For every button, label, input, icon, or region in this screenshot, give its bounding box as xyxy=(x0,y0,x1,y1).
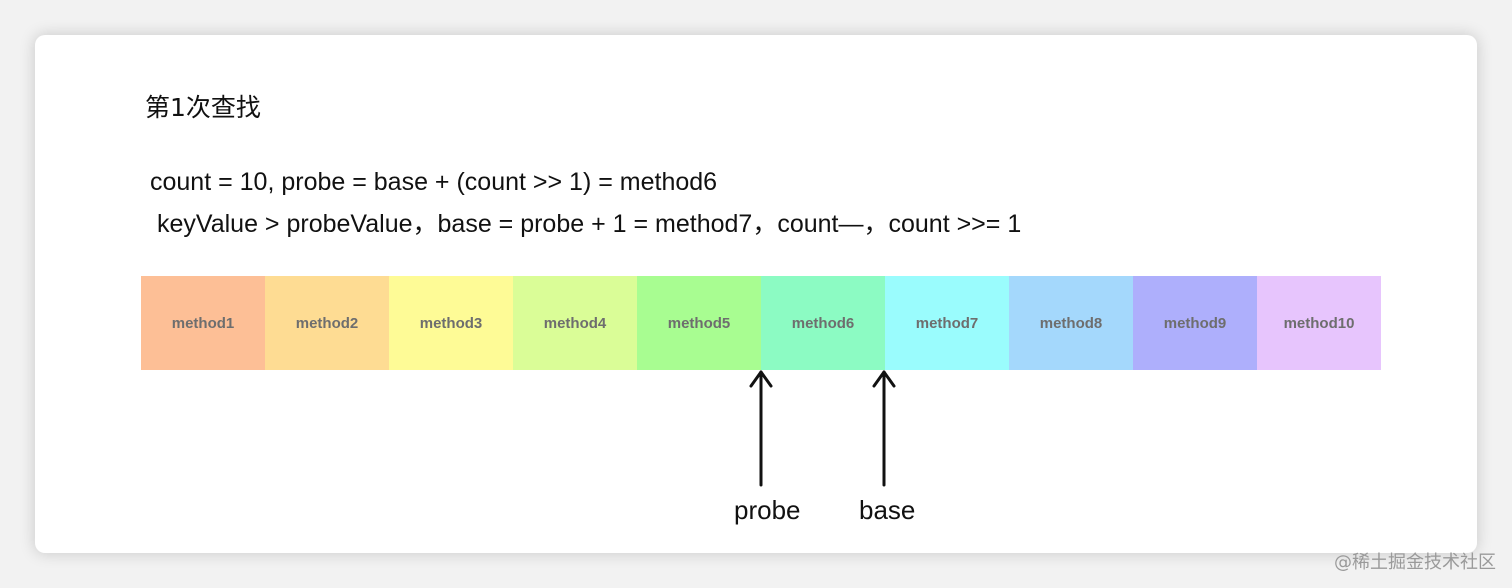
formula-line-2: keyValue > probeValue，base = probe + 1 =… xyxy=(157,210,1022,238)
method-cell: method2 xyxy=(265,276,389,370)
formula-line-1: count = 10, probe = base + (count >> 1) … xyxy=(150,168,718,196)
step-heading: 第1次查找 xyxy=(145,93,261,122)
method-cell: method1 xyxy=(141,276,265,370)
method-cell: method9 xyxy=(1133,276,1257,370)
watermark: @稀土掘金技术社区 xyxy=(1334,552,1496,573)
method-cell: method3 xyxy=(389,276,513,370)
method-cell: method6 xyxy=(761,276,885,370)
base-arrow xyxy=(872,370,896,487)
method-cell: method7 xyxy=(885,276,1009,370)
method-cell: method8 xyxy=(1009,276,1133,370)
method-cell: method4 xyxy=(513,276,637,370)
method-cell: method10 xyxy=(1257,276,1381,370)
method-array: method1 method2 method3 method4 method5 … xyxy=(141,276,1381,370)
probe-arrow xyxy=(749,370,773,487)
method-cell: method5 xyxy=(637,276,761,370)
base-label: base xyxy=(859,495,916,525)
probe-label: probe xyxy=(734,495,801,525)
